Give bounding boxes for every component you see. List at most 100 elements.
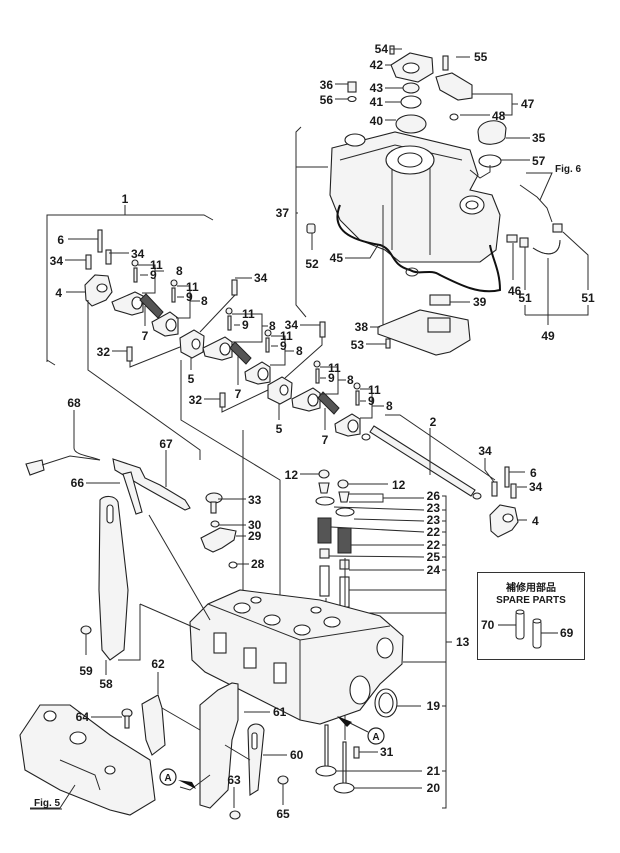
baffle-bracket — [427, 317, 451, 333]
callout-45: 45 — [330, 251, 344, 265]
part-43-spring-seat — [402, 82, 420, 94]
bolt-33-shank — [210, 501, 217, 514]
bonnet-leaders — [295, 48, 589, 345]
callout-5b: 5 — [276, 422, 283, 436]
part-48-oring — [449, 113, 459, 121]
valve-spring-22a — [317, 517, 332, 544]
reference-marker-a2: A — [337, 716, 385, 745]
baffle-plate — [377, 309, 471, 356]
part-51-clamp-b — [552, 223, 563, 233]
callout-34d: 34 — [285, 318, 299, 332]
callout-8b: 8 — [201, 294, 208, 308]
callout-9e: 9 — [328, 371, 335, 385]
callout-41: 41 — [370, 95, 384, 109]
front-leaders — [30, 672, 287, 809]
callout-25: 25 — [427, 550, 441, 564]
bolt-32b — [219, 392, 226, 408]
callout-22a: 22 — [427, 525, 441, 539]
bolt-65 — [277, 775, 289, 785]
callout-9a: 9 — [150, 268, 157, 282]
callout-37: 37 — [276, 206, 290, 220]
callout-43: 43 — [370, 81, 384, 95]
callout-19: 19 — [427, 699, 441, 713]
bolt-34f — [510, 483, 517, 499]
callout-12a: 12 — [285, 468, 299, 482]
part-35-filler-cap — [477, 120, 507, 145]
callout-11c: 11 — [242, 307, 255, 321]
bonnet-gasket — [336, 204, 502, 293]
svg-text:Fig. 5: Fig. 5 — [34, 798, 61, 809]
rocker-arm-assembly — [46, 205, 519, 538]
callout-6b: 6 — [530, 466, 537, 480]
shaft-spacer — [472, 492, 482, 500]
bracket-62 — [141, 694, 166, 756]
part-46-nipple — [506, 234, 518, 243]
reference-marker-a1: A — [159, 768, 196, 789]
spring-7b — [229, 341, 252, 365]
part-56-washer — [347, 95, 357, 103]
retainer-23a — [315, 496, 335, 506]
callout-4a: 4 — [55, 286, 62, 300]
callout-7c: 7 — [322, 433, 329, 447]
callout-33: 33 — [248, 493, 262, 507]
callout-11f: 11 — [368, 383, 381, 397]
svg-text:A: A — [372, 732, 379, 743]
part-41-plate — [400, 95, 422, 109]
exhaust-valve-stem — [342, 741, 347, 788]
callout-66: 66 — [71, 476, 85, 490]
rocker-shaft — [369, 425, 476, 497]
nut-11a — [131, 259, 139, 267]
cylinder-head — [189, 589, 404, 725]
part-51-clamp — [519, 237, 529, 248]
bolt-34b — [105, 249, 112, 265]
callout-13: 13 — [456, 635, 470, 649]
callout-69: 69 — [560, 626, 574, 640]
callout-34c: 34 — [254, 271, 268, 285]
exhaust-valve-head — [333, 782, 355, 794]
breather-pipe — [519, 184, 553, 223]
adjust-screw-9c — [227, 315, 232, 331]
nut-11f — [353, 382, 361, 390]
callout-51a: 51 — [518, 291, 532, 305]
callout-8f: 8 — [386, 399, 393, 413]
callout-42: 42 — [370, 58, 384, 72]
svg-text:A: A — [164, 773, 171, 784]
spring-7c — [317, 391, 340, 415]
intake-valve-head — [315, 765, 337, 777]
valve-cap-12a — [318, 469, 330, 479]
nut-11b — [170, 279, 178, 287]
part-53-screw — [385, 338, 391, 349]
callout-32a: 32 — [97, 345, 111, 359]
callout-62: 62 — [151, 657, 165, 671]
valve-guide-69 — [532, 619, 542, 649]
valve-spring-22b — [337, 527, 352, 554]
callout-1: 1 — [122, 192, 129, 206]
shaft-plug — [361, 433, 371, 441]
callout-38: 38 — [355, 320, 369, 334]
fig-ref-6: Fig. 6 — [555, 164, 582, 175]
gear-case-housing — [19, 704, 156, 816]
callout-11a: 11 — [150, 258, 163, 272]
callout-51b: 51 — [581, 291, 595, 305]
callout-21: 21 — [427, 764, 441, 778]
callout-8a: 8 — [176, 264, 183, 278]
nut-11c — [225, 307, 233, 315]
washer-30 — [210, 520, 220, 528]
callout-9d: 9 — [280, 339, 287, 353]
bolt-34d — [319, 321, 326, 338]
callout-11d: 11 — [280, 329, 293, 343]
callout-36: 36 — [320, 78, 334, 92]
callout-47: 47 — [521, 97, 535, 111]
callout-32b: 32 — [189, 393, 203, 407]
callout-23b: 23 — [427, 513, 441, 527]
callout-11b: 11 — [186, 280, 199, 294]
callout-5a: 5 — [188, 372, 195, 386]
bolt-34a — [85, 254, 92, 270]
cotter-26a — [318, 482, 330, 494]
callout-56: 56 — [320, 93, 334, 107]
part-47-sensor — [435, 72, 473, 101]
bonnet-assembly — [306, 45, 563, 356]
callout-22b: 22 — [427, 538, 441, 552]
glow-lead-connector — [25, 459, 45, 476]
spare-parts-title-jp: 補修用部品 — [506, 583, 556, 594]
